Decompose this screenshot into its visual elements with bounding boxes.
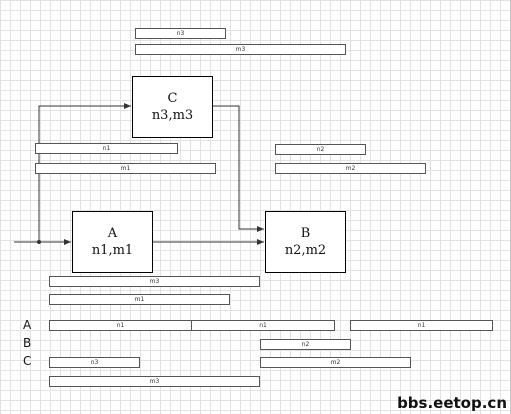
row-c-bar-2: m2 bbox=[260, 357, 411, 368]
row-label-b: B bbox=[23, 336, 32, 350]
bar-c-n3: n3 bbox=[135, 28, 226, 39]
bar-c-out-n1: n1 bbox=[35, 143, 178, 154]
row-c-bar-3: m3 bbox=[49, 376, 260, 387]
node-b-title: B bbox=[300, 226, 311, 241]
row-b-bar-1: n2 bbox=[260, 339, 351, 350]
edge-c-to-b bbox=[212, 105, 264, 232]
bar-b-in-m2: m2 bbox=[275, 163, 426, 174]
node-b: B n2,m2 bbox=[265, 211, 346, 273]
node-a-title: A bbox=[107, 226, 118, 241]
node-a: A n1,m1 bbox=[72, 211, 153, 273]
row-label-a: A bbox=[23, 318, 32, 332]
node-c: C n3,m3 bbox=[132, 76, 213, 138]
bar-c-m3: m3 bbox=[135, 44, 346, 55]
row-label-c: C bbox=[23, 354, 32, 368]
watermark-text: bbs.eetop.cn bbox=[397, 394, 507, 412]
row-c-bar-1: n3 bbox=[49, 357, 140, 368]
row-a-bar-3: n1 bbox=[350, 320, 493, 331]
row-a-bar-2: n1 bbox=[191, 320, 335, 331]
node-a-vars: n1,m1 bbox=[91, 243, 134, 258]
row-a-bar-1: n1 bbox=[49, 320, 192, 331]
bar-b-in-n2: n2 bbox=[275, 144, 366, 155]
bar-c-out-m1: m1 bbox=[35, 163, 216, 174]
node-b-vars: n2,m2 bbox=[284, 243, 327, 258]
bar-a-out-m3: m3 bbox=[49, 276, 260, 287]
bar-a-out-m1: m1 bbox=[49, 294, 230, 305]
edge-input-to-c bbox=[38, 103, 131, 242]
node-c-title: C bbox=[167, 91, 178, 106]
node-c-vars: n3,m3 bbox=[151, 108, 194, 123]
junction-dot bbox=[37, 240, 41, 244]
